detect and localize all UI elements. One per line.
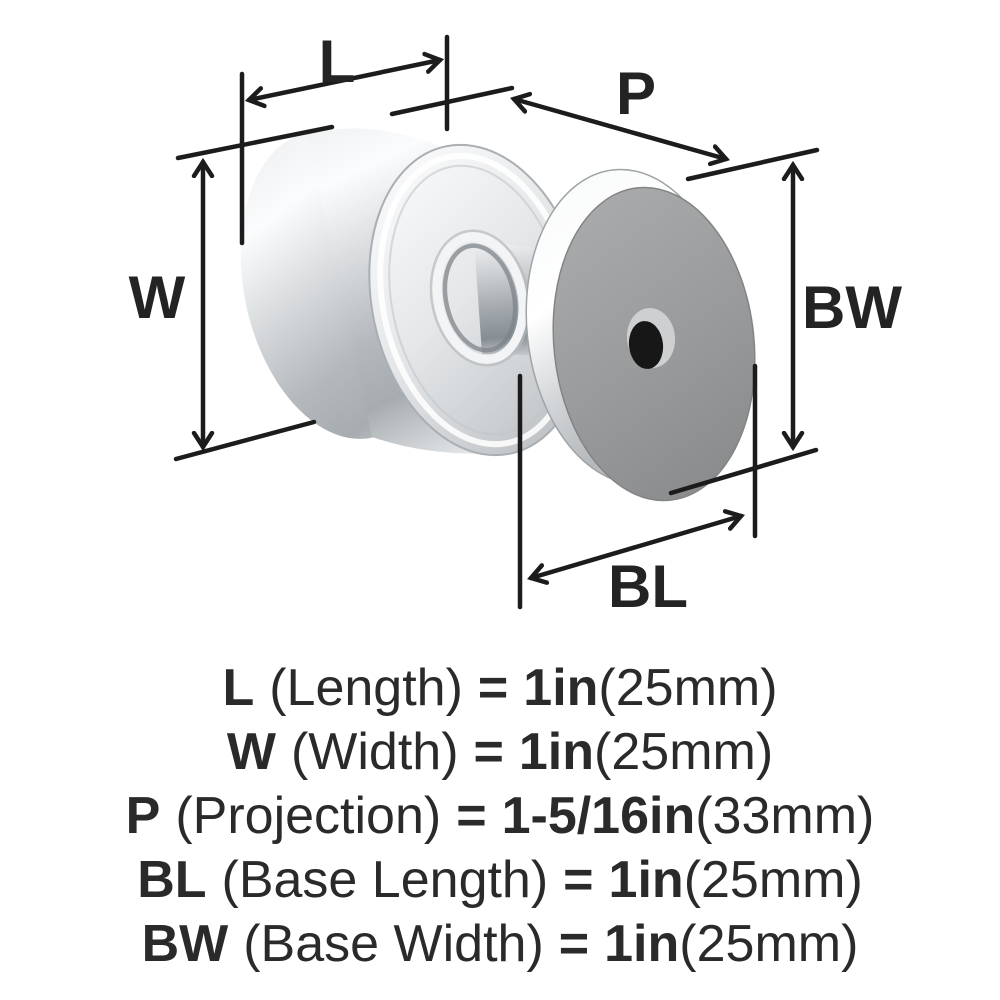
screw-hole [628, 321, 664, 369]
dim-BL-arrow [531, 516, 741, 578]
legend-equals: = [563, 851, 594, 909]
dim-label-base-length: BL [608, 553, 688, 620]
legend-symbol: P [125, 787, 161, 845]
dim-W-extension-top [175, 124, 335, 161]
knob-dimension-diagram: L W P BL BW [129, 28, 903, 620]
dim-label-base-width: BW [802, 274, 902, 341]
diagram-canvas: L W P BL BW [129, 28, 903, 620]
dim-L-arrow [249, 60, 440, 100]
dimension-legend: L(Length)=1in(25mm) W(Width)=1in(25mm) P… [0, 656, 1000, 976]
legend-value-mm: (33mm) [695, 787, 875, 845]
legend-name: (Base Length) [221, 851, 549, 909]
dim-P-extension-right [685, 147, 820, 182]
dim-P-extension-left [389, 85, 515, 117]
dim-P-arrow [514, 99, 726, 159]
legend-name: (Length) [269, 659, 463, 717]
dim-BW-extension-bottom [668, 447, 819, 496]
dim-W-extension-bottom [173, 419, 317, 462]
legend-row-length: L(Length)=1in(25mm) [222, 656, 777, 720]
dim-label-projection: P [616, 60, 656, 127]
legend-value-mm: (25mm) [679, 915, 859, 973]
legend-symbol: BW [141, 915, 229, 973]
legend-value-inches: 1in [518, 723, 595, 781]
legend-value-mm: (25mm) [594, 723, 774, 781]
knob-illustration [240, 128, 756, 502]
dimension-lines [173, 34, 820, 610]
legend-value-mm: (25mm) [683, 851, 863, 909]
legend-value-inches: 1in [604, 915, 680, 973]
legend-value-inches: 1in [523, 659, 599, 717]
legend-name: (Width) [290, 723, 459, 781]
legend-equals: = [558, 915, 590, 973]
legend-row-width: W(Width)=1in(25mm) [227, 720, 773, 784]
legend-value-inches: 1in [608, 851, 684, 909]
knob-collar-ring [432, 232, 528, 364]
legend-value-mm: (25mm) [598, 659, 778, 717]
legend-name: (Base Width) [243, 915, 544, 973]
dim-label-length: L [319, 28, 356, 95]
legend-symbol: W [226, 723, 276, 781]
legend-symbol: BL [137, 851, 207, 909]
legend-equals: = [473, 723, 504, 781]
knob-collar-inner-edge [442, 243, 518, 353]
legend-row-base-width: BW(Base Width)=1in(25mm) [142, 912, 859, 976]
legend-row-base-length: BL(Base Length)=1in(25mm) [137, 848, 863, 912]
legend-equals: = [477, 659, 509, 717]
dim-label-width: W [129, 264, 186, 331]
legend-row-projection: P(Projection)=1-5/16in(33mm) [126, 784, 875, 848]
legend-value-inches: 1-5/16in [501, 787, 696, 845]
legend-equals: = [456, 787, 487, 845]
legend-symbol: L [222, 659, 255, 717]
legend-name: (Projection) [175, 787, 442, 845]
